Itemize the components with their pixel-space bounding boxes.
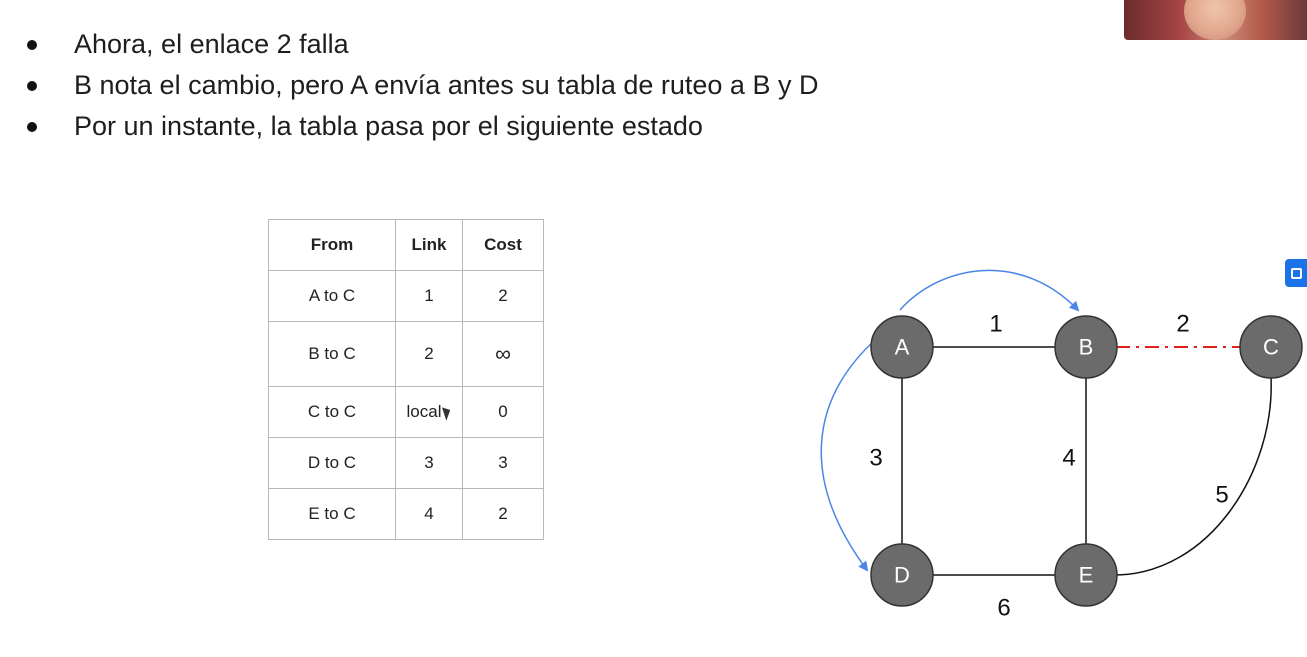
bullet-text: Por un instante, la tabla pasa por el si… [74, 111, 703, 141]
edge-c-e [1113, 377, 1272, 576]
table-header-row: From Link Cost [268, 219, 544, 271]
table-row: D to C 3 3 [268, 437, 544, 489]
bullet-dot-icon [27, 40, 37, 50]
edge-label-5: 5 [1215, 482, 1228, 509]
header-cost: Cost [462, 219, 544, 271]
cell-cost: 3 [462, 437, 544, 489]
webcam-thumbnail[interactable] [1124, 0, 1307, 40]
table-row: E to C 4 2 [268, 488, 544, 540]
edge-label-1: 1 [989, 311, 1002, 338]
node-b: B [1054, 315, 1118, 379]
bullet-item: B nota el cambio, pero A envía antes su … [22, 65, 818, 106]
cell-from: C to C [268, 386, 396, 438]
routing-table: From Link Cost A to C 1 2 B to C 2 ∞ C t… [268, 219, 544, 540]
side-panel-toggle-icon[interactable] [1285, 259, 1307, 287]
node-c-label: C [1263, 335, 1279, 360]
bullet-dot-icon [27, 81, 37, 91]
cell-from: E to C [268, 488, 396, 540]
node-a: A [870, 315, 934, 379]
header-link: Link [395, 219, 463, 271]
edge-label-6: 6 [997, 595, 1010, 622]
cell-cost: 0 [462, 386, 544, 438]
cell-cost: 2 [462, 270, 544, 322]
bullet-item: Ahora, el enlace 2 falla [22, 24, 818, 65]
bullet-dot-icon [27, 122, 37, 132]
edge-label-2: 2 [1176, 311, 1189, 338]
node-d: D [870, 543, 934, 607]
node-e-label: E [1079, 563, 1094, 588]
node-b-label: B [1079, 335, 1094, 360]
cell-link: 3 [395, 437, 463, 489]
panel-glyph-icon [1290, 267, 1302, 279]
cell-from: B to C [268, 321, 396, 387]
bullet-text: Ahora, el enlace 2 falla [74, 29, 349, 59]
cell-link: 2 [395, 321, 463, 387]
bullet-item: Por un instante, la tabla pasa por el si… [22, 106, 818, 147]
cell-link: local [395, 386, 463, 438]
cell-link: 4 [395, 488, 463, 540]
node-c: C [1239, 315, 1303, 379]
header-from: From [268, 219, 396, 271]
cell-cost: ∞ [462, 321, 544, 387]
cell-link: 1 [395, 270, 463, 322]
bullet-list: Ahora, el enlace 2 falla B nota el cambi… [22, 24, 818, 147]
update-arrow-a-to-d [820, 339, 876, 572]
node-a-label: A [895, 335, 910, 360]
node-d-label: D [894, 563, 910, 588]
update-arrow-a-to-b [899, 269, 1080, 312]
cell-link-text: local [406, 402, 442, 421]
edge-label-3: 3 [869, 445, 882, 472]
cell-cost: 2 [462, 488, 544, 540]
table-row: B to C 2 ∞ [268, 321, 544, 387]
table-row: C to C local 0 [268, 386, 544, 438]
edge-label-4: 4 [1062, 445, 1075, 472]
bullet-text: B nota el cambio, pero A envía antes su … [74, 70, 819, 100]
node-e: E [1054, 543, 1118, 607]
cell-from: D to C [268, 437, 396, 489]
